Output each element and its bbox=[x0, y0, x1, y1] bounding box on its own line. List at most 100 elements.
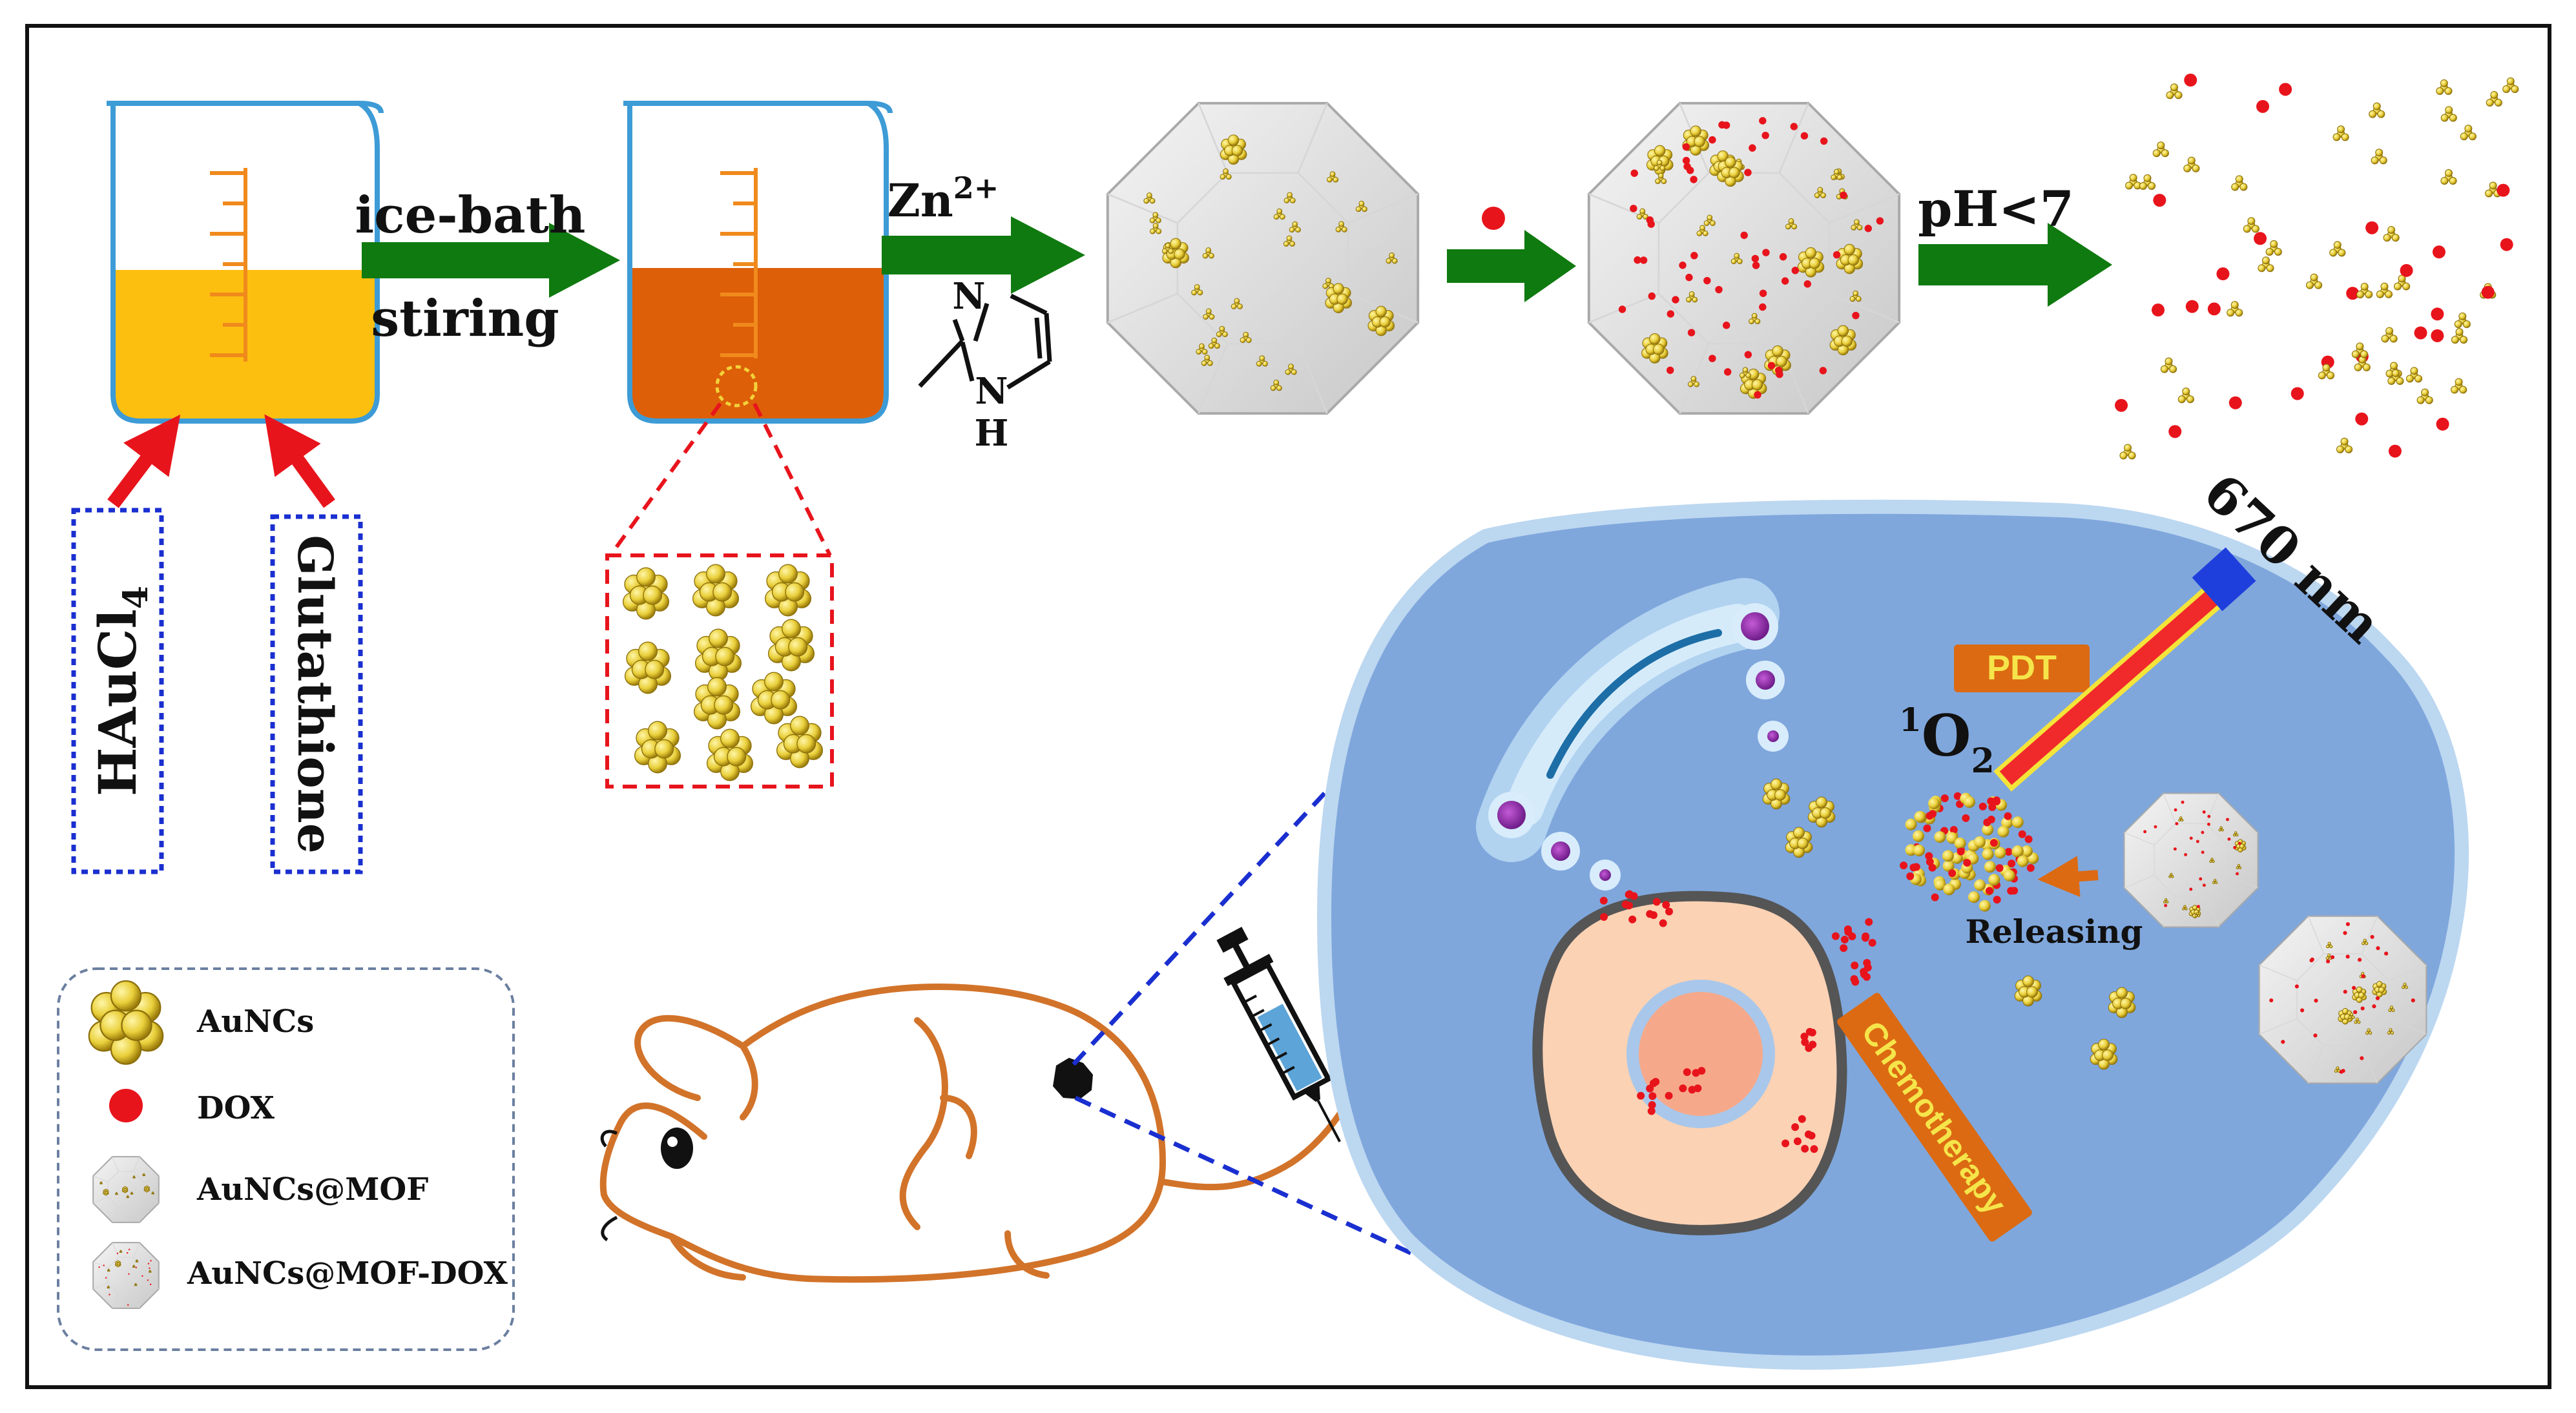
aunc-small-icon bbox=[1849, 290, 1862, 302]
aunc-small-icon bbox=[2003, 869, 2015, 882]
dox-dot-icon bbox=[1900, 861, 1908, 870]
dox-dot-icon bbox=[109, 1294, 110, 1295]
imidazole-h-label: H bbox=[975, 412, 1009, 455]
dox-dot-icon bbox=[1926, 812, 1934, 820]
dox-dot-icon bbox=[1662, 901, 1670, 909]
aunc-small-icon bbox=[1934, 831, 1946, 843]
aunc-small-icon bbox=[1982, 823, 1994, 836]
dox-dot-icon bbox=[1749, 144, 1756, 152]
dox-dot-icon bbox=[2360, 1056, 2364, 1060]
dox-dot-icon bbox=[2481, 285, 2495, 299]
dox-dot-icon bbox=[1781, 277, 1789, 285]
dox-dot-icon bbox=[149, 1267, 151, 1269]
dox-dot-icon bbox=[1723, 322, 1730, 329]
dox-dot-icon bbox=[1804, 1130, 1813, 1139]
aunc-small-icon bbox=[1289, 221, 1301, 233]
dox-dot-icon bbox=[1909, 863, 1918, 872]
aunc-small-icon bbox=[2329, 241, 2346, 257]
aunc-small-icon bbox=[134, 1283, 138, 1286]
aunc-small-icon bbox=[1739, 367, 1752, 378]
dox-dot-icon bbox=[2497, 183, 2510, 197]
aunc-small-icon bbox=[1963, 796, 1975, 808]
aunc-small-icon bbox=[1997, 825, 2010, 838]
dox-dot-icon bbox=[1803, 280, 1812, 288]
dox-dot-icon bbox=[147, 1279, 149, 1281]
aunc-cluster-icon bbox=[1682, 125, 1709, 156]
pointer-arrow-right bbox=[264, 414, 335, 508]
aunc-small-icon bbox=[2388, 1006, 2395, 1012]
releasing-arrow bbox=[2037, 856, 2099, 898]
dox-dot-icon bbox=[1820, 137, 1828, 145]
zoom-box-clusters bbox=[622, 564, 824, 781]
dox-dot-icon bbox=[2346, 287, 2360, 300]
dox-dot-icon bbox=[1621, 900, 1630, 909]
dox-dot-icon bbox=[1948, 869, 1957, 878]
aunc-small-icon bbox=[1256, 355, 1268, 367]
aunc-small-icon bbox=[99, 1181, 103, 1184]
dox-dot-icon bbox=[2007, 887, 2015, 895]
dox-dot-icon bbox=[1628, 915, 1637, 923]
dox-dot-icon bbox=[1599, 896, 1608, 905]
aunc-small-icon bbox=[1914, 810, 1926, 823]
dox-dot-icon bbox=[1979, 802, 1987, 810]
dox-dot-icon bbox=[1995, 864, 2004, 872]
aunc-small-icon bbox=[1968, 891, 1980, 903]
dox-dot-icon bbox=[1833, 251, 1841, 259]
dox-dot-icon bbox=[1618, 305, 1626, 313]
dox-dot-icon bbox=[1791, 267, 1800, 274]
dox-dot-icon bbox=[1690, 252, 1698, 260]
aunc-small-icon bbox=[1203, 308, 1215, 320]
aunc-small-icon bbox=[2451, 328, 2468, 344]
legend: AuNCs DOX AuNCs@MOF AuNCs@MOF-DOX bbox=[88, 980, 508, 1309]
aunc-cluster-icon bbox=[1367, 305, 1395, 336]
aunc-small-icon bbox=[2160, 357, 2177, 373]
dox-dot-icon bbox=[1963, 859, 1971, 867]
dox-dot-icon bbox=[1800, 132, 1809, 140]
aunc-cluster-icon bbox=[88, 980, 164, 1065]
aunc-small-icon bbox=[1905, 818, 1917, 830]
dox-dot-icon bbox=[1926, 858, 1934, 866]
dox-dot-icon bbox=[2184, 74, 2197, 87]
aunc-cluster-icon bbox=[1762, 778, 1791, 810]
aunc-mof-dox-crystal bbox=[1587, 101, 1901, 415]
dox-dot-icon bbox=[2173, 847, 2177, 851]
aunc-small-icon bbox=[1326, 171, 1339, 183]
dox-dot-icon bbox=[2238, 841, 2241, 845]
aunc-small-icon bbox=[2227, 301, 2243, 317]
dox-dot-icon bbox=[2201, 851, 2205, 854]
aunc-small-icon bbox=[1231, 298, 1243, 309]
aunc-small-icon bbox=[132, 1264, 136, 1268]
dox-dot-icon bbox=[1985, 887, 1993, 895]
dox-dot-icon bbox=[2181, 800, 2185, 804]
dox-dot-icon bbox=[1752, 262, 1760, 269]
pdt-badge bbox=[1954, 645, 2090, 692]
aunc-small-icon bbox=[1654, 160, 1666, 171]
aunc-small-icon bbox=[2356, 282, 2373, 298]
dox-dot-icon bbox=[2018, 830, 2026, 838]
dox-dot-icon bbox=[2431, 307, 2444, 321]
laser-beam bbox=[1999, 582, 2228, 785]
step1-top-label: ice-bath bbox=[355, 186, 586, 245]
aunc-small-icon bbox=[107, 1268, 110, 1272]
laser-source bbox=[2192, 547, 2256, 612]
reagent-left-label: HAuCl4 bbox=[87, 586, 156, 796]
arrow-ph bbox=[1918, 223, 2112, 307]
reagent-right-label: Glutathione bbox=[287, 535, 342, 854]
aunc-cluster-icon bbox=[693, 677, 741, 730]
dox-dot-icon bbox=[2388, 444, 2402, 458]
aunc-small-icon bbox=[1149, 212, 1161, 223]
dox-dot-icon bbox=[2330, 955, 2335, 960]
dox-dot-icon bbox=[2355, 412, 2369, 426]
aunc-cluster-icon bbox=[694, 628, 742, 681]
dox-dot-icon bbox=[1805, 1044, 1813, 1052]
beaker-2 bbox=[623, 101, 893, 424]
dox-dot-icon bbox=[1600, 913, 1608, 921]
dox-dot-icon bbox=[1683, 1068, 1691, 1077]
dox-dot-icon bbox=[2384, 951, 2389, 956]
aunc-small-icon bbox=[2369, 102, 2385, 118]
aunc-cluster-icon bbox=[114, 1260, 121, 1268]
beaker-1 bbox=[107, 101, 384, 424]
legend-label-aunc: AuNCs bbox=[196, 1004, 314, 1040]
dox-dot-icon bbox=[103, 1264, 105, 1266]
aunc-small-icon bbox=[1982, 848, 1994, 860]
